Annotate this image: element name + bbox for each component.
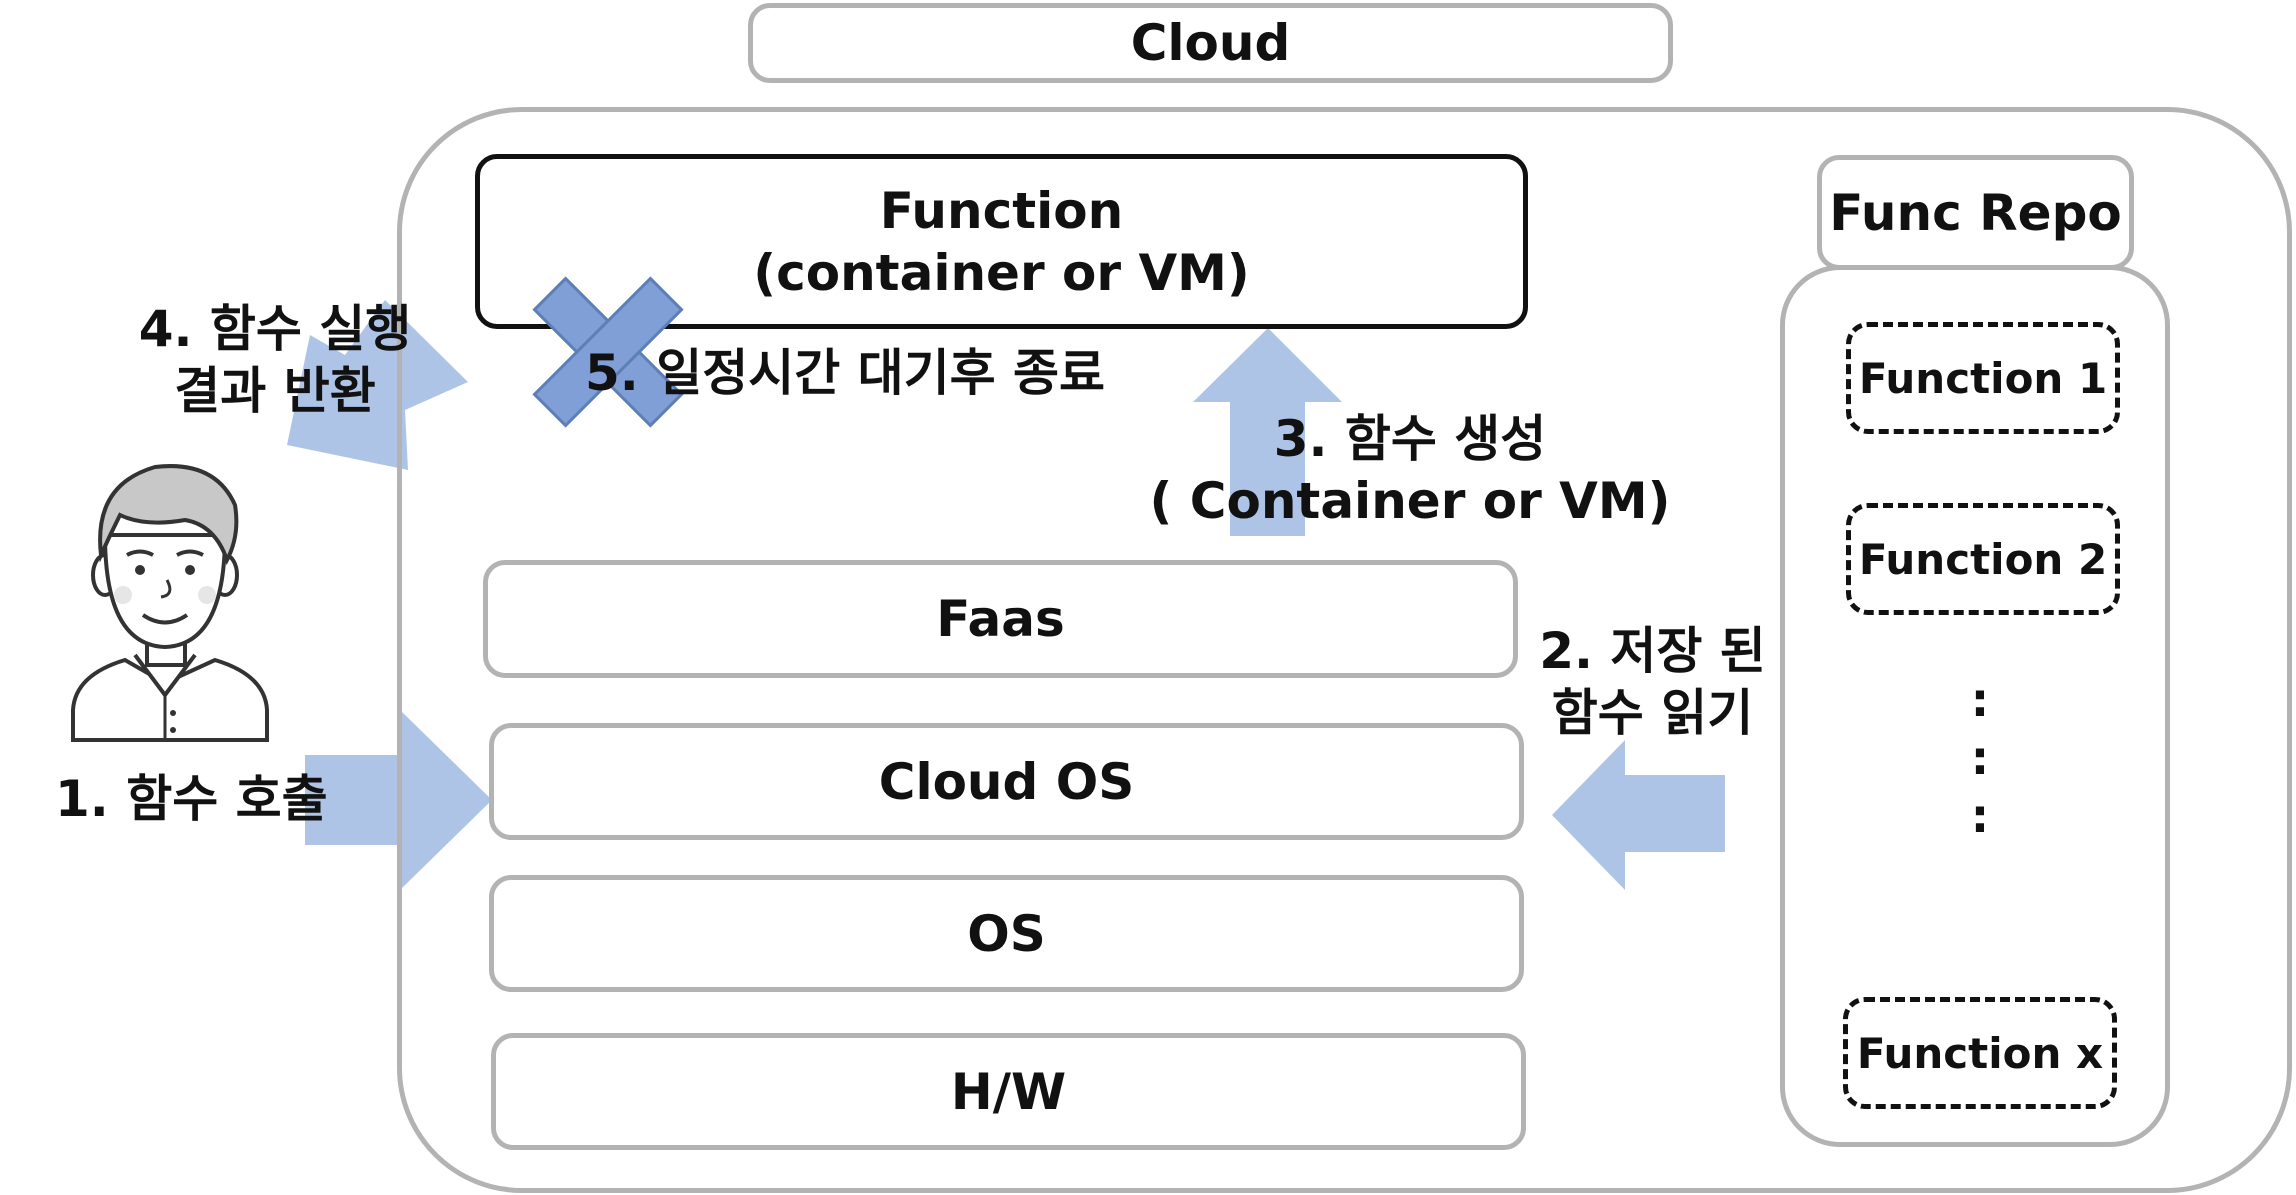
layer-cloud-os: Cloud OS (489, 723, 1524, 840)
step-1-text: 1. 함수 호출 (55, 770, 328, 828)
repo-item-1: Function 1 (1846, 322, 2120, 434)
step-2-line2: 함수 읽기 (1551, 684, 1754, 742)
repo-item-1-label: Function 1 (1858, 353, 2108, 403)
function-box: Function (container or VM) (475, 154, 1528, 329)
function-box-line1: Function (879, 181, 1124, 240)
repo-item-2-label: Function 2 (1858, 534, 2108, 584)
cloud-title: Cloud (1130, 14, 1291, 72)
repo-item-x-label: Function x (1856, 1028, 2104, 1078)
user-avatar-icon (71, 464, 269, 742)
repo-item-x: Function x (1843, 997, 2117, 1109)
cloud-container (397, 107, 2292, 1193)
layer-hw: H/W (491, 1033, 1526, 1150)
repo-ellipsis-1: : (1970, 672, 1990, 727)
x-mark-icon (532, 276, 684, 428)
step-2-line1: 2. 저장 된 (1539, 622, 1766, 680)
step-3-line2: ( Container or VM) (1149, 472, 1671, 530)
repo-title: Func Repo (1829, 183, 2122, 242)
step-2-label: 2. 저장 된 함수 읽기 (1520, 620, 1785, 744)
layer-faas: Faas (483, 560, 1518, 678)
repo-title-box: Func Repo (1817, 155, 2134, 270)
function-box-line2: (container or VM) (753, 243, 1250, 302)
layer-hw-label: H/W (950, 1062, 1067, 1121)
repo-ellipsis: : : : (1940, 670, 2020, 845)
step-4-line2: 결과 반환 (174, 362, 376, 420)
step-3-label: 3. 함수 생성 ( Container or VM) (1150, 408, 1671, 532)
step-5-text: 5. 일정시간 대기후 종료 (585, 344, 1106, 402)
step-4-label: 4. 함수 실행 결과 반환 (120, 298, 430, 422)
step-1-label: 1. 함수 호출 (55, 768, 328, 830)
read-arrow (1552, 740, 1725, 890)
return-arrow (287, 300, 468, 470)
repo-ellipsis-2: : (1970, 730, 1990, 785)
layer-os-label: OS (967, 904, 1046, 963)
step-5-label: 5. 일정시간 대기후 종료 (585, 342, 1105, 404)
layer-os: OS (489, 875, 1524, 992)
step-3-line1: 3. 함수 생성 (1273, 410, 1547, 468)
layer-faas-label: Faas (936, 590, 1065, 648)
layer-cloud-os-label: Cloud OS (878, 752, 1135, 811)
repo-item-2: Function 2 (1846, 503, 2120, 615)
repo-ellipsis-3: : (1970, 788, 1990, 843)
step-4-line1: 4. 함수 실행 (138, 300, 412, 358)
cloud-title-box: Cloud (748, 3, 1673, 83)
create-arrow (1193, 328, 1342, 536)
